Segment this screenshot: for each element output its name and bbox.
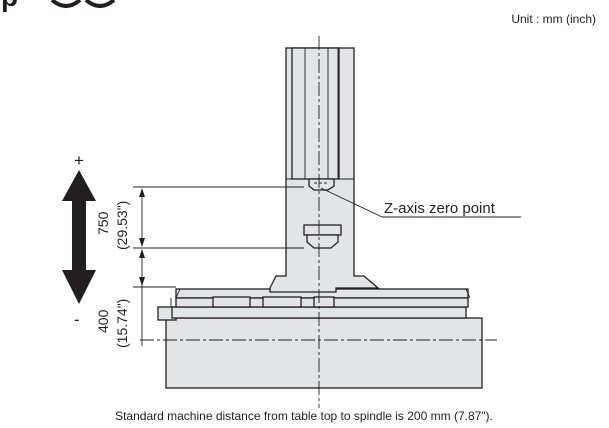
extension-lines bbox=[133, 186, 304, 288]
spindle-nose-lower bbox=[303, 224, 342, 249]
dim-lower-inch: (15.74") bbox=[114, 299, 130, 348]
dimension-line-750 bbox=[139, 188, 145, 247]
heading-clipped-letters bbox=[50, 0, 116, 8]
dim-lower-mm: 400 bbox=[95, 309, 111, 333]
spindle-column bbox=[269, 47, 380, 293]
plus-direction-sign: + bbox=[74, 151, 84, 170]
table-left-step bbox=[170, 298, 200, 308]
spindle-nose-upper bbox=[308, 178, 335, 191]
dim-upper-inch: (29.53") bbox=[114, 201, 130, 250]
zero-point-leader bbox=[320, 187, 521, 218]
t-slot-3 bbox=[313, 296, 335, 308]
unit-label: Unit : mm (inch) bbox=[511, 12, 596, 26]
work-table bbox=[170, 288, 471, 308]
page-heading-fragment: p bbox=[1, 0, 18, 12]
footer-note: Standard machine distance from table top… bbox=[115, 409, 493, 423]
t-slot-1 bbox=[212, 296, 251, 308]
machine-base bbox=[157, 306, 483, 389]
minus-direction-sign: - bbox=[74, 310, 80, 329]
dimension-line-400 bbox=[139, 249, 145, 346]
dim-upper-mm: 750 bbox=[95, 211, 111, 235]
base-block bbox=[165, 317, 483, 389]
column-upper-housing bbox=[291, 47, 340, 180]
z-travel-arrow bbox=[62, 170, 96, 304]
zero-point-label: Z-axis zero point bbox=[384, 200, 496, 217]
t-slot-2 bbox=[262, 296, 302, 308]
